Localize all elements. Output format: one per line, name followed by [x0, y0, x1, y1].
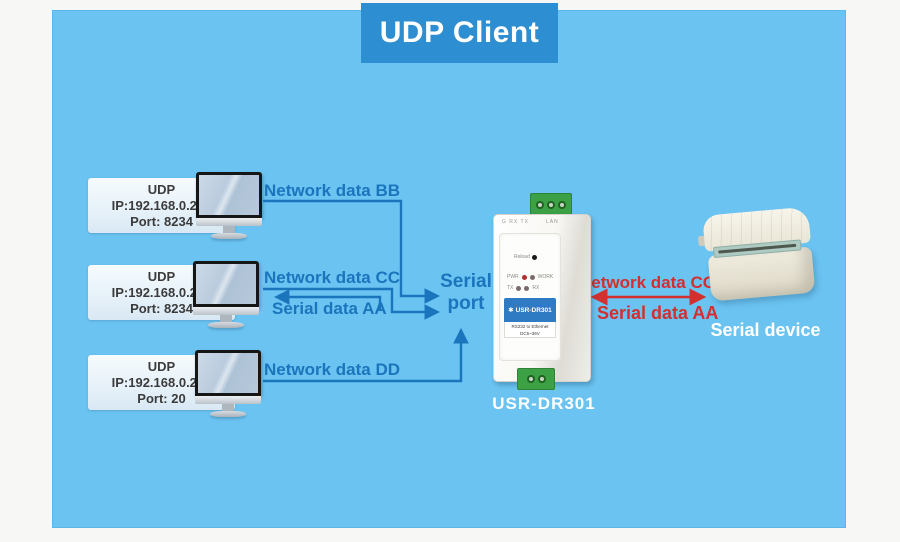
reload-button: Reload — [514, 254, 537, 260]
computer-monitor-2 — [193, 261, 259, 328]
monitor-screen — [196, 172, 262, 218]
monitor-base — [208, 322, 244, 328]
device-caption: USR-DR301 — [492, 394, 596, 413]
terminal-screw — [537, 375, 546, 383]
client-1-port: Port: 8234 — [130, 214, 193, 229]
client-2-port: Port: 8234 — [130, 301, 193, 316]
terminal-block-bottom — [517, 368, 555, 390]
label-network-data-bb: Network data BB — [264, 181, 401, 200]
device-front-panel: Reload PWR WORK TX RX ✱ — [499, 233, 561, 361]
work-led-icon — [529, 274, 535, 280]
device-top-text: G RX TX — [502, 219, 529, 225]
client-1-protocol: UDP — [147, 182, 176, 197]
terminal-screw — [526, 375, 535, 383]
reload-label: Reload — [514, 254, 530, 260]
rx-led-label: RX — [532, 285, 540, 291]
serial-port-line2: port — [447, 293, 485, 314]
label-serial-port: Serial port — [438, 271, 494, 315]
label-red-serial-data-aa: Serial data AA — [597, 303, 719, 323]
label-network-data-cc: Network data CC — [264, 268, 401, 287]
terminal-block-top — [530, 193, 572, 216]
label-network-data-dd: Network data DD — [264, 360, 401, 379]
client-1-ip: IP:192.168.0.200 — [111, 198, 212, 213]
led-row-2: TX RX — [507, 285, 539, 291]
serial-device-printer — [696, 202, 824, 312]
client-3-port: Port: 20 — [137, 391, 186, 406]
monitor-stand — [220, 315, 232, 322]
monitor-base — [211, 233, 247, 239]
led-row-1: PWR WORK — [507, 274, 553, 280]
monitor-stand — [223, 226, 235, 233]
device-spec-label: RS232 to Ethernet DC5~36V — [504, 322, 556, 338]
pwr-led-icon — [521, 274, 527, 280]
serial-device-caption: Serial device — [710, 320, 821, 340]
usr-logo-text: USR-DR301 — [515, 306, 552, 314]
work-led-label: WORK — [537, 274, 554, 280]
monitor-screen — [195, 350, 261, 396]
monitor-chin — [193, 307, 259, 315]
monitor-chin — [196, 218, 262, 226]
label-red-network-data-cc: Network data CC — [579, 273, 716, 292]
reload-hole-icon — [531, 254, 537, 260]
monitor-stand — [222, 404, 234, 411]
terminal-screw — [547, 200, 555, 209]
terminal-screw — [536, 200, 544, 209]
device-spec-line2: DC5~36V — [520, 331, 540, 336]
computer-monitor-1 — [196, 172, 262, 239]
label-serial-data-aa: Serial data AA — [272, 299, 387, 318]
device-logo-label: ✱ USR-DR301 RS232 to Ethernet DC5~36V — [504, 298, 556, 338]
device-body: G RX TX LAN Reload PWR WORK TX RX — [493, 214, 591, 382]
tx-led-label: TX — [507, 285, 514, 291]
client-3-ip: IP:192.168.0.201 — [111, 375, 212, 390]
monitor-base — [210, 411, 246, 417]
usr-dr301-device: G RX TX LAN Reload PWR WORK TX RX — [493, 192, 593, 398]
usr-logo: ✱ USR-DR301 — [504, 298, 556, 322]
tx-led-icon — [516, 285, 522, 291]
rx-led-icon — [524, 285, 530, 291]
monitor-screen — [193, 261, 259, 307]
monitor-chin — [195, 396, 261, 404]
terminal-screw — [558, 200, 566, 209]
usr-logo-icon: ✱ — [508, 307, 514, 314]
pwr-led-label: PWR — [507, 274, 519, 280]
serial-port-line1: Serial — [440, 271, 492, 292]
device-spec-line1: RS232 to Ethernet — [511, 324, 549, 329]
client-2-ip: IP:192.168.0.201 — [111, 285, 212, 300]
client-2-protocol: UDP — [147, 269, 176, 284]
computer-monitor-3 — [195, 350, 261, 417]
device-lan-text: LAN — [546, 219, 559, 225]
client-3-protocol: UDP — [147, 359, 176, 374]
diagram-title: UDP Client — [361, 3, 558, 63]
